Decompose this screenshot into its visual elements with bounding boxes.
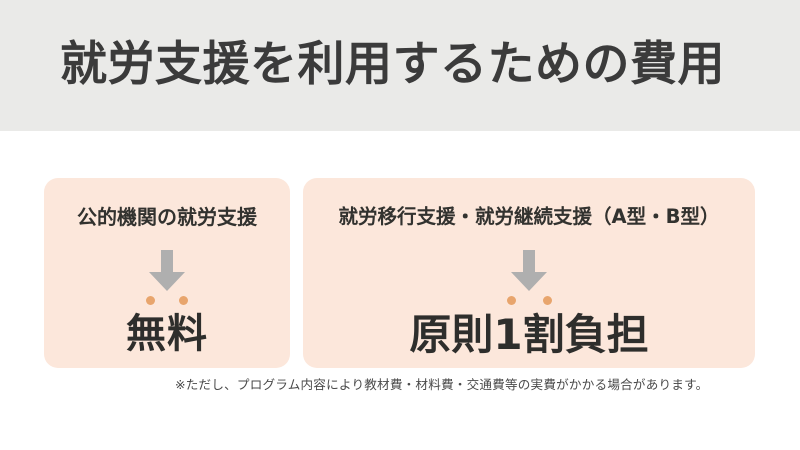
result-block: 原則1割負担: [303, 296, 755, 360]
arrow-container: [303, 250, 755, 291]
card-heading: 公的機関の就労支援: [77, 205, 257, 229]
result-text: 無料: [126, 311, 208, 357]
footnote: ※ただし、プログラム内容により教材費・材料費・交通費等の実費がかかる場合がありま…: [175, 377, 709, 392]
cost-card-welfare-services: 就労移行支援・就労継続支援（A型・B型） 原則1割負担: [303, 178, 755, 368]
arrow-down-icon: [511, 250, 547, 291]
arrow-container: [44, 250, 290, 291]
cards-area: 公的機関の就労支援 無料 就労移行支援・就労継続支援（A型・B型）: [0, 131, 800, 450]
emphasis-dot-icon: [179, 296, 188, 305]
emphasis-dot-icon: [506, 296, 516, 305]
result-text: 原則1割負担: [409, 310, 649, 359]
card-heading: 就労移行支援・就労継続支援（A型・B型）: [338, 205, 720, 228]
emphasis-dots: [44, 296, 290, 305]
cost-card-public-institution: 公的機関の就労支援 無料: [44, 178, 290, 368]
header-band: 就労支援を利用するための費用: [0, 0, 800, 131]
page-title: 就労支援を利用するための費用: [60, 37, 725, 92]
arrow-down-icon: [149, 250, 185, 291]
emphasis-dot-icon: [542, 296, 552, 305]
emphasis-dots: [303, 296, 755, 305]
result-block: 無料: [44, 296, 290, 358]
emphasis-dot-icon: [146, 296, 155, 305]
